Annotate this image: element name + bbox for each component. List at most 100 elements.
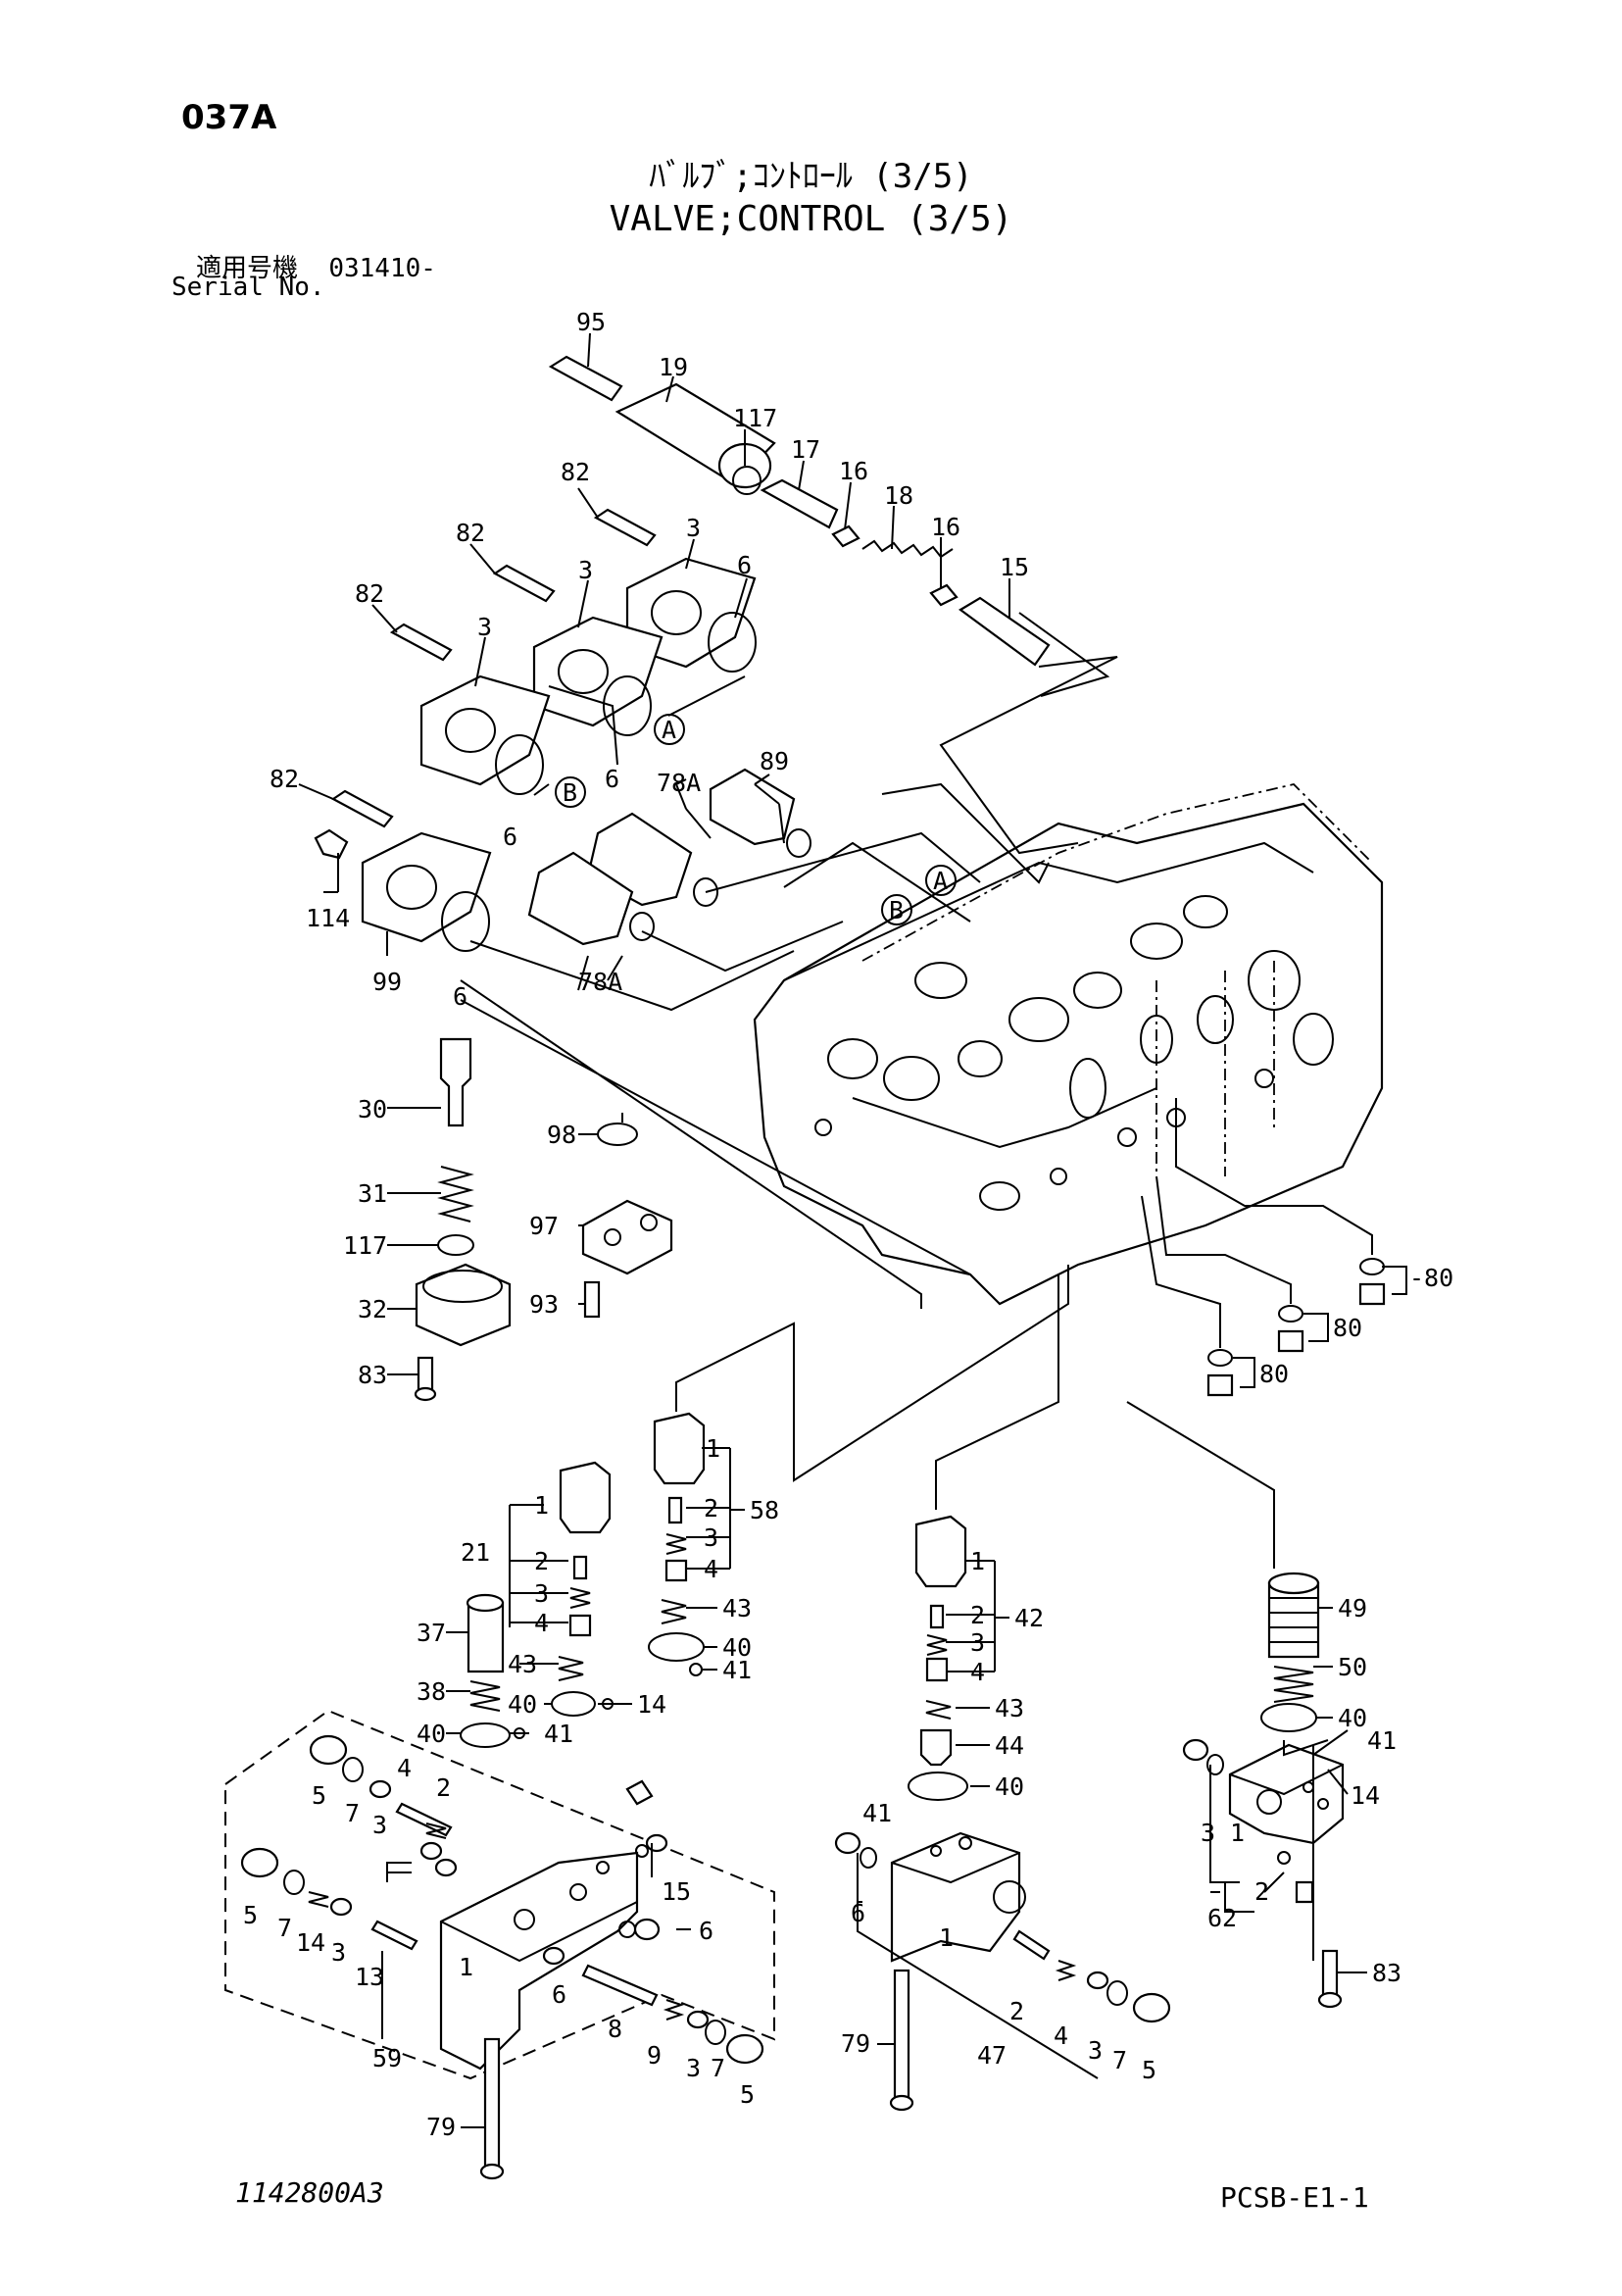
part-79b-bolt — [889, 1969, 914, 2112]
callout-82b: 82 — [456, 519, 485, 547]
callout-A2: A — [933, 867, 948, 895]
callout-117: 117 — [733, 404, 777, 432]
part-38-spring — [469, 1680, 501, 1712]
callout-21-2: 2 — [534, 1547, 549, 1575]
part-18-spring — [861, 539, 954, 559]
part-37-sleeve — [466, 1593, 505, 1673]
part-95-bolt — [548, 355, 623, 402]
parts-82-bolts — [330, 508, 657, 828]
part-40b-oring — [551, 1691, 596, 1717]
part-50-spring — [1273, 1666, 1314, 1703]
callout-44: 44 — [995, 1731, 1024, 1760]
part-44-plug — [919, 1728, 953, 1767]
callout-82c: 82 — [355, 579, 384, 608]
callout-41: 41 — [722, 1656, 752, 1684]
callout-3b: 3 — [578, 556, 593, 584]
part-40-oring — [648, 1632, 705, 1662]
serial-value: 031410- — [328, 254, 436, 283]
callout-21: 21 — [461, 1538, 490, 1567]
plugs-47 — [834, 1831, 1171, 2023]
callout-93: 93 — [529, 1290, 559, 1319]
callout-3d: 3 — [372, 1811, 387, 1839]
part-15-plug — [958, 596, 1051, 667]
callout-A1: A — [662, 716, 676, 744]
part-32-cap — [415, 1263, 512, 1347]
assembly-59-boundary — [224, 1709, 775, 2080]
callout-2b: 2 — [1009, 1997, 1024, 2025]
part-58-4-plug — [664, 1559, 688, 1582]
page-code: 037A — [181, 98, 277, 137]
callout-40c: 40 — [417, 1720, 446, 1748]
callout-58: 58 — [750, 1496, 779, 1524]
callout-89: 89 — [760, 747, 789, 775]
part-43-spring — [661, 1599, 687, 1624]
callout-3c: 3 — [477, 613, 492, 641]
part-21-4-plug — [568, 1614, 592, 1637]
callout-13: 13 — [355, 1963, 384, 1991]
title-japanese: ﾊﾞﾙﾌﾞ;ｺﾝﾄﾛｰﾙ (3/5) — [649, 157, 973, 196]
part-117-oring — [732, 466, 762, 495]
part-42-1-sleeve — [914, 1515, 967, 1588]
parts-3-flanges — [361, 557, 757, 943]
callout-80a: -80 — [1409, 1264, 1453, 1292]
callout-1c: 1 — [1230, 1819, 1245, 1847]
part-42-4-plug — [925, 1657, 949, 1682]
valve-block-62 — [1228, 1743, 1345, 1845]
callout-6e: 6 — [699, 1917, 713, 1945]
part-30-spool — [439, 1037, 472, 1127]
plugs-59 — [240, 1734, 764, 2065]
callout-14c: 14 — [1351, 1781, 1380, 1810]
part-21-2-pin — [572, 1555, 588, 1580]
callout-7c: 7 — [711, 2054, 725, 2082]
valve-block-47 — [890, 1831, 1026, 1963]
callout-labels: 95 19 117 17 16 18 16 15 82 3 82 3 6 82 … — [243, 308, 1453, 2141]
part-42-2-pin — [929, 1604, 945, 1629]
callout-4a: 4 — [397, 1754, 412, 1782]
callout-98: 98 — [547, 1121, 576, 1149]
callout-80c: 80 — [1259, 1360, 1289, 1388]
callout-16: 16 — [839, 457, 868, 485]
callout-1a: 1 — [459, 1953, 473, 1981]
callout-42: 42 — [1014, 1604, 1044, 1632]
part-49-sleeve — [1267, 1572, 1320, 1659]
callout-5c: 5 — [740, 2080, 755, 2109]
callout-58-3: 3 — [704, 1523, 718, 1552]
callout-3f: 3 — [686, 2054, 701, 2082]
part-17-spool — [760, 478, 839, 529]
callout-43b: 43 — [508, 1650, 537, 1678]
callout-6g: 6 — [851, 1899, 865, 1927]
callout-83: 83 — [358, 1361, 387, 1389]
callout-6b: 6 — [605, 765, 619, 793]
parts-80-plugs — [1206, 1258, 1386, 1397]
callout-17: 17 — [791, 435, 820, 464]
callout-78A-bottom: 78A — [578, 968, 622, 996]
callout-97: 97 — [529, 1212, 559, 1240]
callout-40b: 40 — [508, 1690, 537, 1719]
callout-58-4: 4 — [704, 1555, 718, 1583]
callout-41b: 41 — [544, 1720, 573, 1748]
callout-21-1: 1 — [534, 1491, 549, 1520]
serial-label-japanese: 適用号機 — [196, 254, 299, 283]
part-42-3-spring — [926, 1634, 948, 1656]
callout-42-1: 1 — [970, 1547, 985, 1575]
callout-7b: 7 — [277, 1914, 292, 1942]
callout-B1: B — [563, 778, 577, 807]
callout-9: 9 — [647, 2041, 662, 2070]
part-58-1-sleeve — [653, 1412, 706, 1485]
callout-42-4: 4 — [970, 1658, 985, 1686]
callout-117b: 117 — [343, 1231, 387, 1260]
part-89-valve — [709, 768, 796, 846]
part-97-block — [581, 1199, 673, 1275]
callout-42-3: 3 — [970, 1628, 985, 1657]
part-43c-spring — [925, 1700, 952, 1720]
callout-6d: 6 — [453, 982, 467, 1011]
page-reference: PCSB-E1-1 — [1220, 2181, 1369, 2214]
callout-2c: 2 — [1254, 1877, 1269, 1906]
part-19-cylinder — [614, 382, 776, 489]
callout-18: 18 — [884, 481, 913, 510]
callout-99: 99 — [372, 968, 402, 996]
part-79-bolt — [479, 2037, 505, 2180]
callout-3h: 3 — [1201, 1819, 1215, 1847]
callout-40e: 40 — [1338, 1704, 1367, 1732]
callout-79a: 79 — [426, 2113, 456, 2141]
